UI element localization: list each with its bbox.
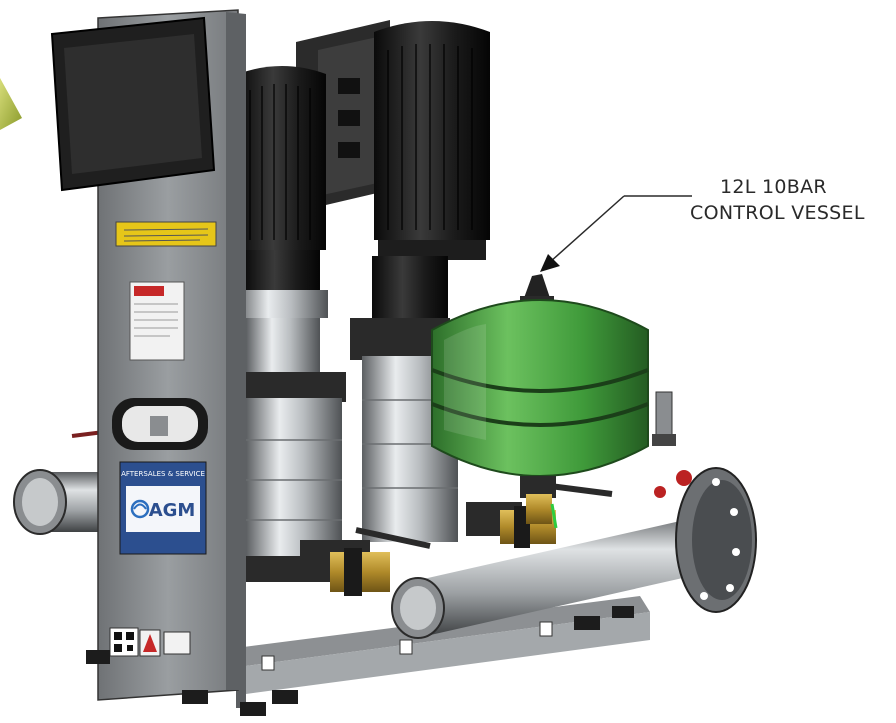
callout-arrowhead-icon (540, 254, 560, 272)
agm-logo-icon (130, 499, 150, 519)
ball-valve-left (300, 527, 431, 596)
pump-right (350, 21, 490, 542)
frame-post (50, 9, 246, 704)
vessel-callout: 12L 10BAR CONTROL VESSEL (690, 174, 890, 226)
callout-leader (540, 195, 692, 272)
warning-sticker (115, 221, 217, 247)
flow-arrow-icon (0, 78, 22, 130)
callout-line-capacity: 12L 10BAR (720, 176, 827, 198)
pump-left (236, 66, 348, 582)
service-panel-heading: AFTERSALES & SERVICE (121, 470, 205, 478)
control-vessel (431, 274, 649, 529)
pressure-transmitter (652, 391, 692, 498)
discharge-header (300, 391, 757, 639)
callout-line-label: CONTROL VESSEL (690, 202, 865, 224)
service-panel-brand: AGM (149, 500, 196, 521)
